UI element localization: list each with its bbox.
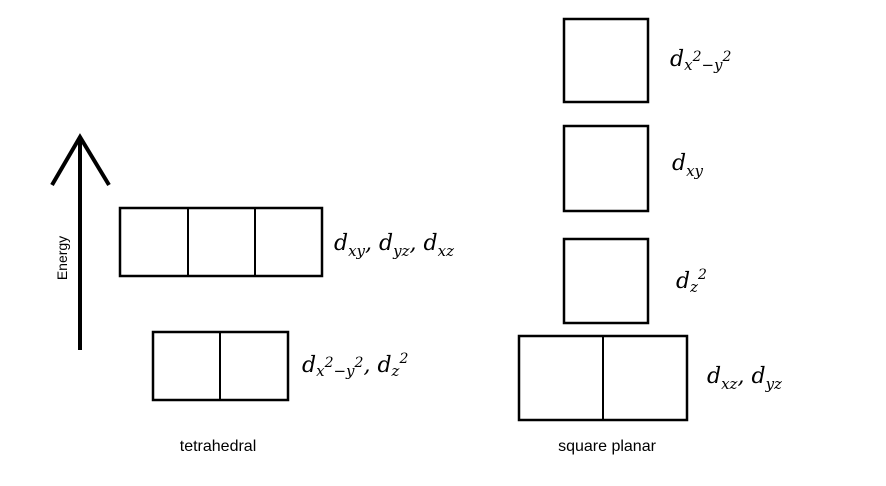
tetrahedral-upper-level: dxy, dyz, dxz xyxy=(118,206,454,278)
tetrahedral-upper-level-box xyxy=(118,206,324,278)
tetrahedral-caption: tetrahedral xyxy=(180,438,257,455)
orbital-superscript: 2 xyxy=(692,49,702,65)
tetrahedral-lower-level: dx2−y2, dz2 xyxy=(151,330,408,402)
orbital-superscript: 2 xyxy=(354,355,364,371)
orbital-symbol: d xyxy=(670,47,684,72)
orbital-subscript: z xyxy=(689,278,698,296)
square-planar-level-dxz-dyz: dxz, dyz xyxy=(517,334,782,422)
orbital-subscript: yz xyxy=(765,375,782,393)
square-planar-caption: square planar xyxy=(558,438,657,455)
label-separator: , xyxy=(363,353,377,378)
tetrahedral-upper-level-label: dxy, dyz, dxz xyxy=(334,231,454,260)
square-planar-orbital-box xyxy=(562,124,650,213)
square-planar-level-label: dx2−y2 xyxy=(670,47,732,74)
orbital-symbol: d xyxy=(672,151,686,176)
orbital-symbol: d xyxy=(379,231,393,256)
orbital-symbol: d xyxy=(676,269,690,294)
square-planar-level-label: dxy xyxy=(672,151,704,180)
orbital-symbol: d xyxy=(707,364,721,389)
orbital-subscript: yz xyxy=(392,242,409,260)
square-planar-level-dz2: dz2 xyxy=(562,237,707,325)
orbital-superscript: 2 xyxy=(324,355,334,371)
orbital-symbol: d xyxy=(334,231,348,256)
orbital-symbol: d xyxy=(377,353,391,378)
square-planar-level-dxy: dxy xyxy=(562,124,704,213)
orbital-subscript: xz xyxy=(438,242,454,260)
label-separator: , xyxy=(410,231,424,256)
square-planar-orbital-box xyxy=(562,237,650,325)
orbital-subscript: xz xyxy=(721,375,737,393)
orbital-subscript: x xyxy=(316,362,325,380)
orbital-subscript: −y xyxy=(701,56,723,74)
orbital-subscript: xy xyxy=(348,242,365,260)
label-separator: , xyxy=(365,231,379,256)
orbital-symbol: d xyxy=(302,353,316,378)
energy-axis-label: Energy xyxy=(54,236,70,280)
square-planar-level-dx2-y2: dx2−y2 xyxy=(562,17,732,104)
orbital-superscript: 2 xyxy=(697,267,707,283)
orbital-subscript: x xyxy=(684,56,693,74)
square-planar-orbital-box xyxy=(562,17,650,104)
orbital-subscript: xy xyxy=(686,162,703,180)
orbital-subscript: z xyxy=(391,362,400,380)
orbital-symbol: d xyxy=(424,231,438,256)
tetrahedral-lower-level-label: dx2−y2, dz2 xyxy=(302,351,408,380)
square-planar-level-label: dxz, dyz xyxy=(707,364,782,393)
orbital-superscript: 2 xyxy=(722,49,732,65)
energy-axis: Energy xyxy=(50,133,111,350)
energy-arrow-head xyxy=(50,133,111,187)
label-separator: , xyxy=(737,364,751,389)
square-planar-level-label: dz2 xyxy=(676,267,707,296)
orbital-symbol: d xyxy=(751,364,765,389)
orbital-subscript: −y xyxy=(333,362,355,380)
orbital-superscript: 2 xyxy=(398,351,408,367)
